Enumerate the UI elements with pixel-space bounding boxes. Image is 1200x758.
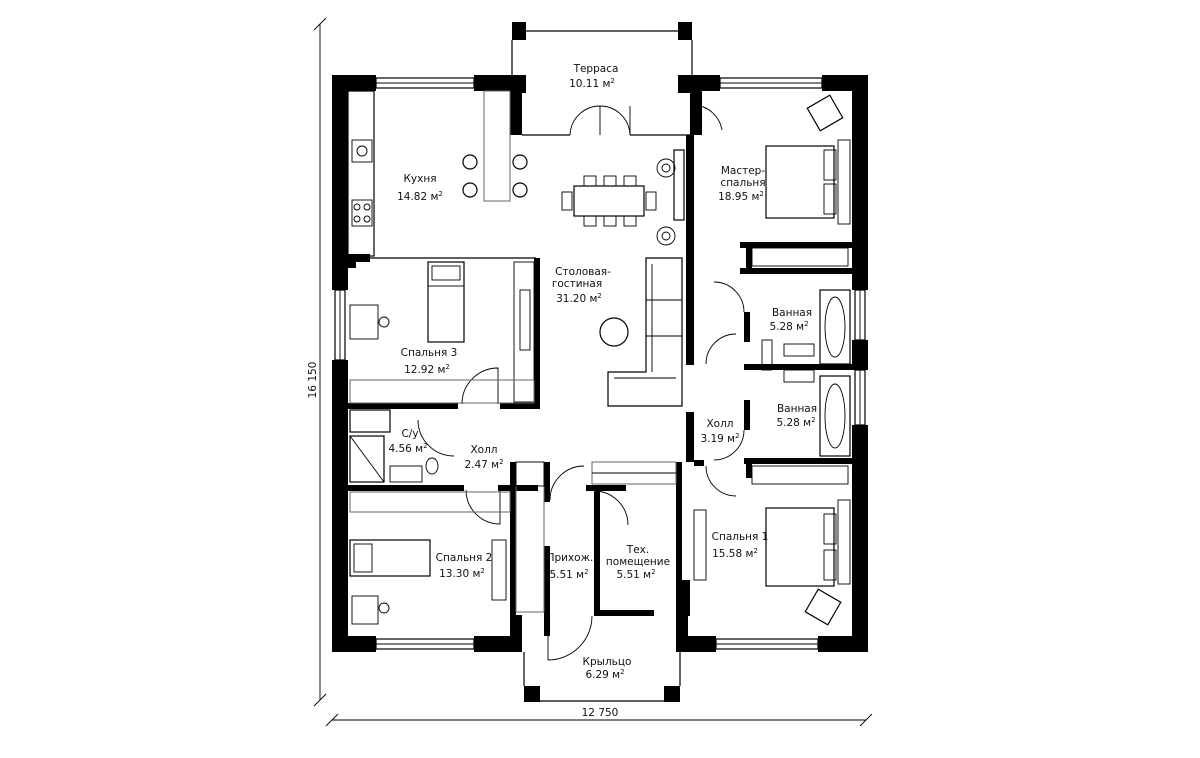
living-area: 31.20 bbox=[556, 293, 586, 305]
room-label-bedroom2: Спальня 2 13.30 м2 bbox=[436, 552, 493, 580]
porch-outline bbox=[523, 652, 681, 702]
tech-area: 5.51 bbox=[616, 569, 639, 581]
kitchen-name: Кухня bbox=[403, 173, 436, 185]
kitchen-counter bbox=[347, 90, 511, 257]
svg-text:31.20 м2: 31.20 м2 bbox=[556, 292, 602, 305]
bedroom1-furniture bbox=[693, 465, 851, 626]
wc-fixtures bbox=[349, 409, 439, 483]
width-dimension-label: 12 750 bbox=[582, 707, 619, 719]
svg-text:2.47 м2: 2.47 м2 bbox=[464, 458, 503, 471]
terrace-outline bbox=[511, 30, 693, 75]
bedroom3-furniture bbox=[349, 261, 535, 404]
kitchen-area: 14.82 bbox=[397, 191, 427, 203]
svg-text:14.82 м2: 14.82 м2 bbox=[397, 190, 443, 203]
room-label-wc: С/у 4.56 м2 bbox=[388, 428, 427, 455]
svg-text:12.92 м2: 12.92 м2 bbox=[404, 363, 450, 376]
dining-table bbox=[561, 175, 657, 227]
bath2-name: Ванная bbox=[777, 403, 817, 415]
interior-walls bbox=[348, 135, 852, 636]
svg-text:5.28 м2: 5.28 м2 bbox=[776, 416, 815, 429]
wc-name: С/у bbox=[401, 428, 418, 440]
entry-name: Прихож. bbox=[547, 552, 594, 564]
svg-text:5.28 м2: 5.28 м2 bbox=[769, 320, 808, 333]
porch-area: 6.29 bbox=[585, 669, 608, 681]
tech-name-2: помещение bbox=[606, 556, 670, 568]
room-label-porch: Крыльцо 6.29 м2 bbox=[583, 656, 632, 681]
bar-stools bbox=[462, 154, 528, 198]
hall-small-area: 2.47 bbox=[464, 459, 487, 471]
room-label-bath2: Ванная 5.28 м2 bbox=[776, 403, 817, 429]
room-label-kitchen: Кухня 14.82 м2 bbox=[397, 173, 443, 203]
windows bbox=[334, 77, 866, 650]
hall-right-name: Холл bbox=[706, 418, 733, 430]
living-name-2: гостиная bbox=[552, 278, 602, 290]
room-label-bedroom3: Спальня 3 12.92 м2 bbox=[401, 347, 458, 376]
plant-icons bbox=[656, 158, 676, 246]
svg-text:15.58 м2: 15.58 м2 bbox=[712, 547, 758, 560]
svg-text:5.51 м2: 5.51 м2 bbox=[616, 568, 655, 581]
room-label-tech: Тех. помещение 5.51 м2 bbox=[606, 544, 670, 581]
hall-right-area: 3.19 bbox=[700, 433, 723, 445]
svg-text:3.19 м2: 3.19 м2 bbox=[700, 432, 739, 445]
terrace-name: Терраса bbox=[573, 63, 619, 75]
bedroom2-name: Спальня 2 bbox=[436, 552, 493, 564]
terrace-area: 10.11 bbox=[569, 78, 599, 90]
room-label-terrace: Терраса 10.11 м2 bbox=[569, 63, 618, 90]
sofa bbox=[599, 257, 683, 407]
room-label-bedroom1: Спальня 1 15.58 м2 bbox=[712, 531, 769, 560]
bath1-name: Ванная bbox=[772, 307, 812, 319]
tech-name-1: Тех. bbox=[626, 544, 649, 556]
bedroom2-area: 13.30 bbox=[439, 568, 469, 580]
svg-text:6.29 м2: 6.29 м2 bbox=[585, 668, 624, 681]
bath-fixtures bbox=[761, 289, 851, 457]
svg-text:4.56 м2: 4.56 м2 bbox=[388, 442, 427, 455]
bedroom3-name: Спальня 3 bbox=[401, 347, 458, 359]
bedroom2-furniture bbox=[349, 491, 511, 625]
room-label-living: Столовая- гостиная 31.20 м2 bbox=[552, 266, 611, 305]
bedroom1-name: Спальня 1 bbox=[712, 531, 769, 543]
room-label-hall-right: Холл 3.19 м2 bbox=[700, 418, 739, 445]
bedroom1-area: 15.58 bbox=[712, 548, 742, 560]
bedroom3-area: 12.92 bbox=[404, 364, 434, 376]
svg-text:13.30 м2: 13.30 м2 bbox=[439, 567, 485, 580]
room-label-entry: Прихож. 5.51 м2 bbox=[547, 552, 594, 581]
height-dimension-label: 16 150 bbox=[307, 362, 319, 399]
room-label-bath1: Ванная 5.28 м2 bbox=[769, 307, 812, 333]
hall-small-name: Холл bbox=[470, 444, 497, 456]
porch-name: Крыльцо bbox=[583, 656, 632, 668]
master-furniture bbox=[751, 94, 851, 267]
room-label-master: Мастер- спальня 18.95 м2 bbox=[718, 165, 765, 203]
bath2-area: 5.28 bbox=[776, 417, 799, 429]
entry-area: 5.51 bbox=[549, 569, 572, 581]
wc-area: 4.56 bbox=[388, 443, 412, 455]
entry-wardrobe bbox=[515, 461, 677, 613]
master-area: 18.95 bbox=[718, 191, 748, 203]
bath1-area: 5.28 bbox=[769, 321, 792, 333]
living-name-1: Столовая- bbox=[555, 266, 611, 278]
svg-text:10.11 м2: 10.11 м2 bbox=[569, 77, 615, 90]
doors bbox=[417, 104, 745, 661]
master-name-1: Мастер- bbox=[721, 165, 766, 177]
room-label-hall-small: Холл 2.47 м2 bbox=[464, 444, 503, 471]
svg-text:18.95 м2: 18.95 м2 bbox=[718, 190, 764, 203]
svg-text:5.51 м2: 5.51 м2 bbox=[549, 568, 588, 581]
dimension-lines bbox=[313, 17, 873, 727]
tv-unit bbox=[513, 149, 685, 403]
master-name-2: спальня bbox=[720, 177, 765, 189]
